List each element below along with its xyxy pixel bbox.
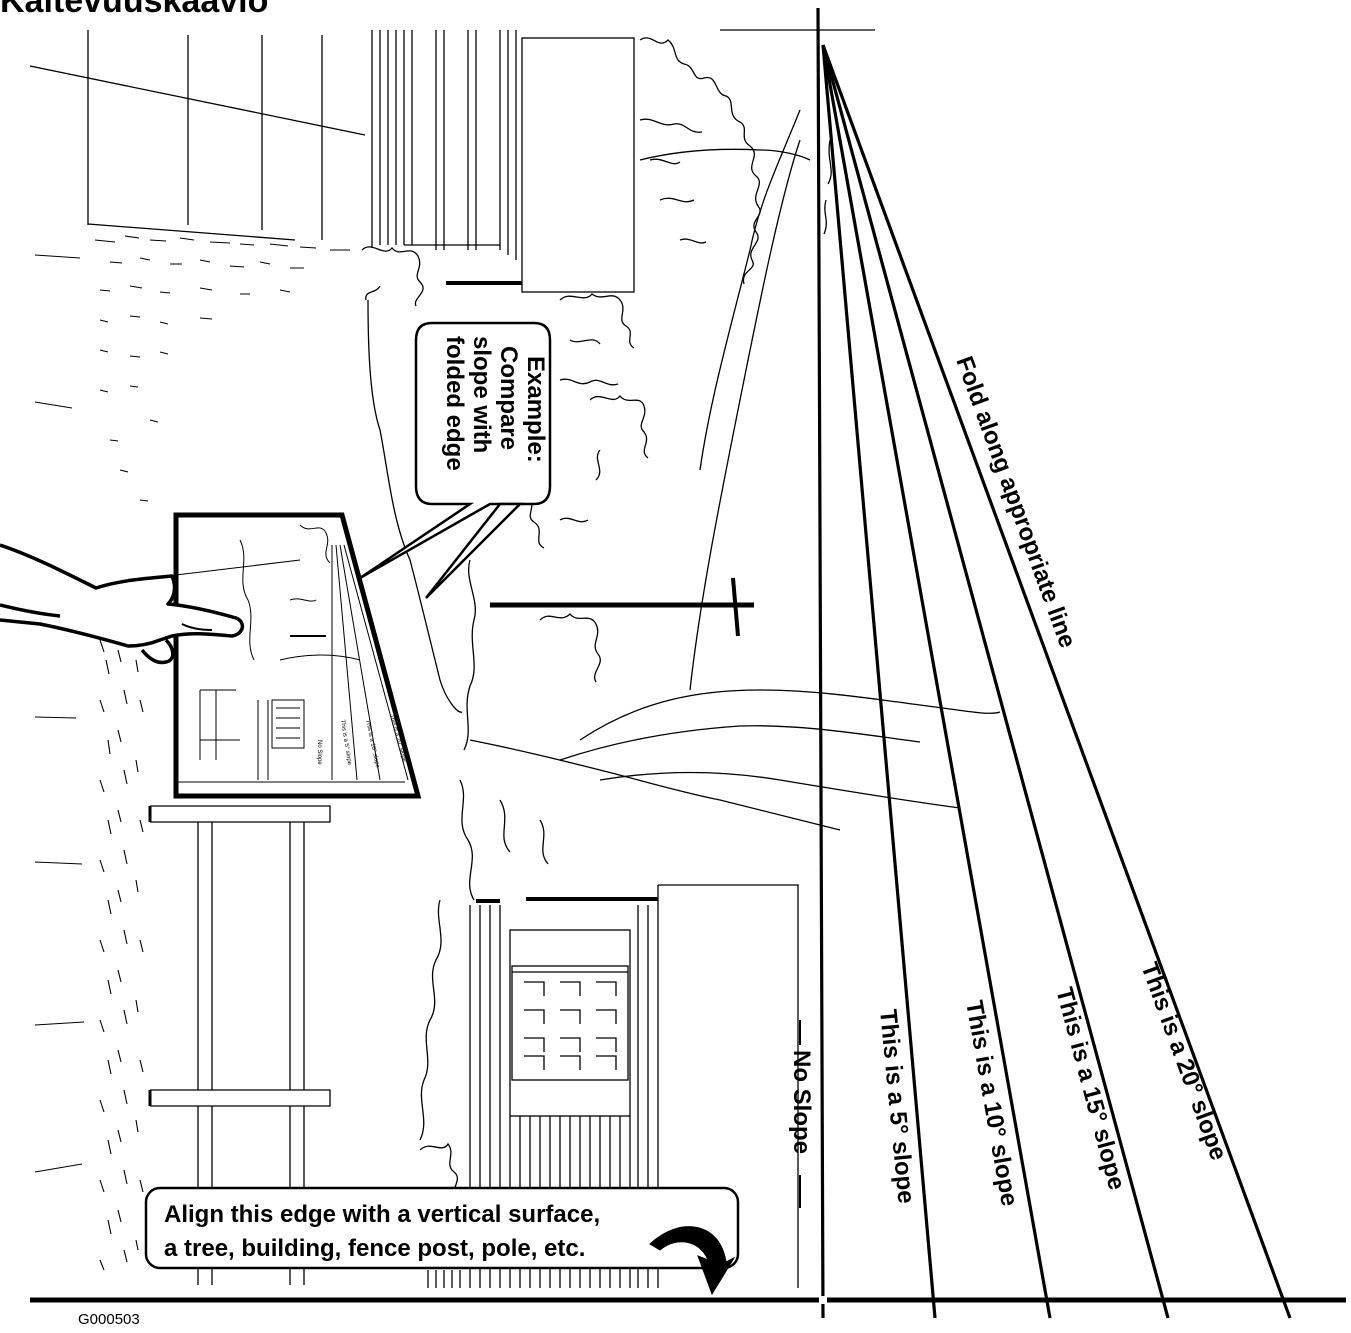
hand-icon [0, 543, 245, 665]
ground-texture [34, 235, 350, 1271]
example-callout: Example: Compare slope with folded edge [359, 321, 552, 599]
slope-10-line [821, 44, 1052, 1319]
align-callout-line-2: a tree, building, fence post, pole, etc. [164, 1235, 585, 1262]
tree-foliage [361, 37, 1001, 1201]
slope-10-label: This is a 10° slope [960, 998, 1023, 1208]
slope-20-line [821, 44, 1292, 1319]
align-callout-line-1: Align this edge with a vertical surface, [164, 1201, 600, 1228]
slope-15-line [821, 44, 1170, 1319]
upper-window-frame [371, 30, 635, 293]
figure-code: G000503 [78, 1311, 140, 1328]
slope-20-label: This is a 20° slope [1135, 959, 1232, 1164]
left-wall-grid [29, 30, 366, 241]
page-title: Kaltevuuskaavio [0, 0, 268, 20]
slope-lines [816, 7, 1292, 1319]
align-callout: Align this edge with a vertical surface,… [144, 1186, 740, 1296]
fold-instruction-label: Fold along appropriate line [950, 353, 1081, 652]
example-callout-line-1: Example: [522, 356, 549, 463]
inset-no-slope-label: No Slope [316, 740, 322, 765]
inset-example-card: No Slope This is a 5° slope This is a 10… [173, 512, 422, 799]
no-slope-label: No Slope [788, 1050, 815, 1154]
no-slope-line [816, 7, 825, 1319]
slope-15-label: This is a 15° slope [1050, 985, 1130, 1193]
example-callout-line-2: Compare [495, 346, 522, 450]
slope-5-line [821, 44, 937, 1319]
curved-arrow-icon [649, 1226, 736, 1296]
example-callout-line-4: folded edge [441, 336, 468, 471]
example-callout-line-3: slope with [468, 336, 495, 453]
slope-5-label: This is a 5° slope [874, 1008, 920, 1205]
